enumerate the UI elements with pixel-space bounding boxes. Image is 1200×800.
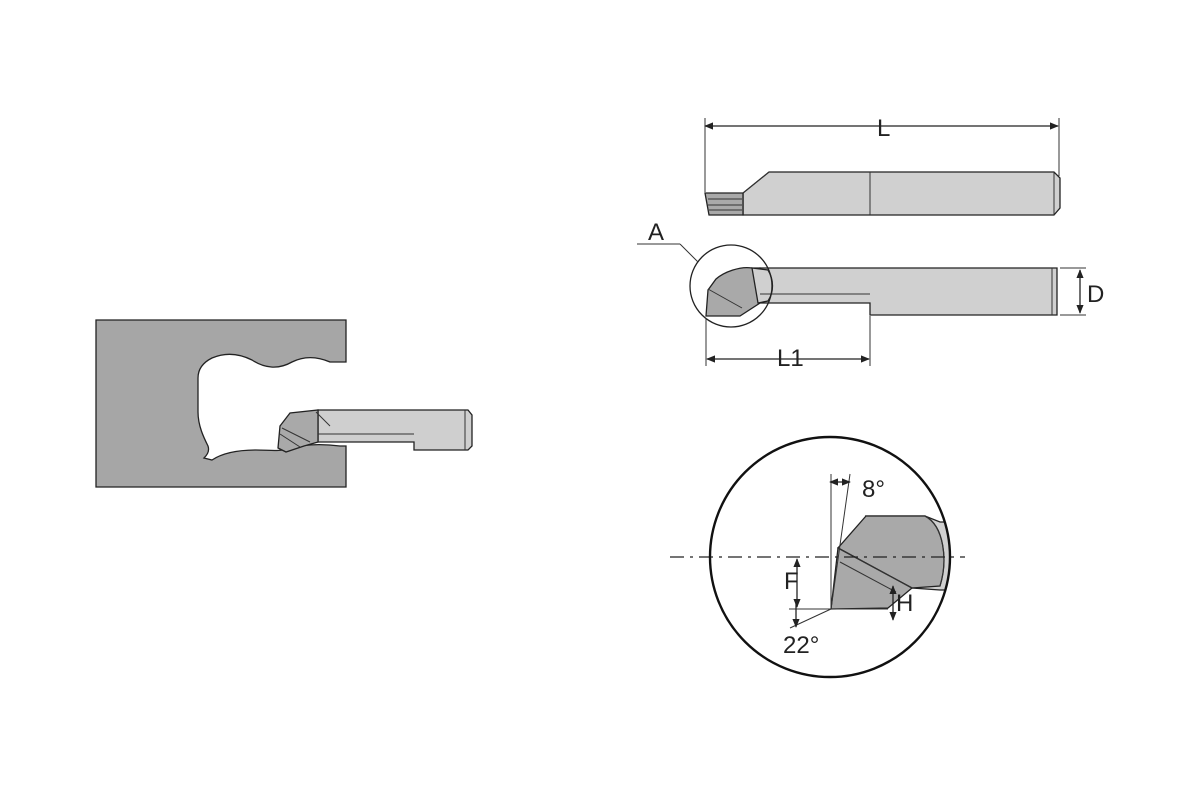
- tool-side-view: L: [704, 115, 1061, 216]
- top-view-shank: [759, 267, 1058, 316]
- diameter-label: D: [1087, 281, 1104, 308]
- workpiece-body: [95, 319, 347, 488]
- detail-a-view: 8° F H 22°: [670, 435, 965, 679]
- detail-a-circle: [689, 244, 773, 328]
- clearance-angle-label: 8°: [862, 476, 885, 503]
- center-offset-label: F: [784, 568, 799, 595]
- tip-height-label: H: [896, 590, 913, 617]
- workpiece-section-view: [95, 319, 473, 488]
- reach-length-label: L1: [777, 345, 804, 372]
- tool-top-view: A D L1: [637, 219, 1104, 372]
- overall-length-label: L: [877, 115, 890, 142]
- side-view-tip: [704, 192, 744, 216]
- top-view-tip: [705, 266, 761, 317]
- detail-a-label: A: [648, 219, 664, 246]
- inserted-tool-shank: [317, 409, 473, 451]
- lead-angle-label: 22°: [783, 632, 819, 659]
- detail-circle: [708, 435, 952, 679]
- side-view-shank: [742, 171, 1061, 216]
